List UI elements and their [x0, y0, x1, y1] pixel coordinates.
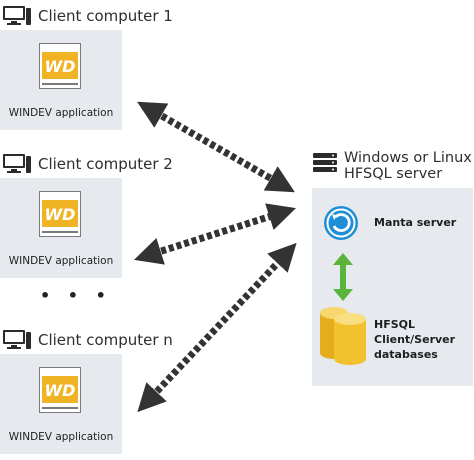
computer-icon	[3, 154, 31, 173]
windev-icon: WD	[39, 43, 81, 89]
server-icon	[313, 153, 337, 172]
client-1-title: Client computer 1	[38, 7, 173, 25]
client-n-header: Client computer n	[2, 328, 173, 352]
computer-icon	[3, 330, 31, 349]
svg-text:WD: WD	[45, 205, 76, 224]
server-box: Manta server HFSQL Client/Server databas…	[312, 188, 473, 386]
manta-refresh-icon	[324, 206, 358, 240]
svg-text:WD: WD	[45, 57, 76, 76]
server-title-line-2: HFSQL server	[344, 166, 443, 182]
client-1-box: WD WINDEV application	[0, 30, 122, 130]
windev-icon: WD	[39, 367, 81, 413]
manta-server-label: Manta server	[374, 216, 457, 229]
client-2-app-label: WINDEV application	[8, 255, 114, 267]
databases-label-line-3: databases	[374, 348, 438, 361]
database-icon	[320, 307, 366, 365]
arrow-client-2-server	[133, 203, 297, 265]
client-2-title: Client computer 2	[38, 155, 173, 173]
svg-text:WD: WD	[45, 381, 76, 400]
client-n-app-label: WINDEV application	[8, 431, 114, 443]
databases-label: HFSQL Client/Server databases	[374, 317, 455, 362]
client-2-box: WD WINDEV application	[0, 178, 122, 278]
databases-label-line-1: HFSQL	[374, 318, 416, 331]
windev-icon: WD	[39, 191, 81, 237]
more-clients-ellipsis: • • •	[40, 286, 112, 305]
client-1-header: Client computer 1	[2, 4, 173, 28]
bidirectional-arrow-icon	[333, 253, 353, 301]
client-n-box: WD WINDEV application	[0, 354, 122, 454]
client-2-header: Client computer 2	[2, 152, 173, 176]
computer-icon	[3, 6, 31, 25]
server-title: Windows or Linux HFSQL server	[344, 150, 472, 182]
databases-label-line-2: Client/Server	[374, 333, 456, 346]
server-header: Windows or Linux HFSQL server	[312, 150, 474, 186]
server-title-line-1: Windows or Linux	[344, 150, 472, 166]
arrow-client-n-server	[137, 242, 297, 413]
arrow-client-1-server	[137, 101, 295, 193]
client-1-app-label: WINDEV application	[8, 107, 114, 119]
client-n-title: Client computer n	[38, 331, 173, 349]
